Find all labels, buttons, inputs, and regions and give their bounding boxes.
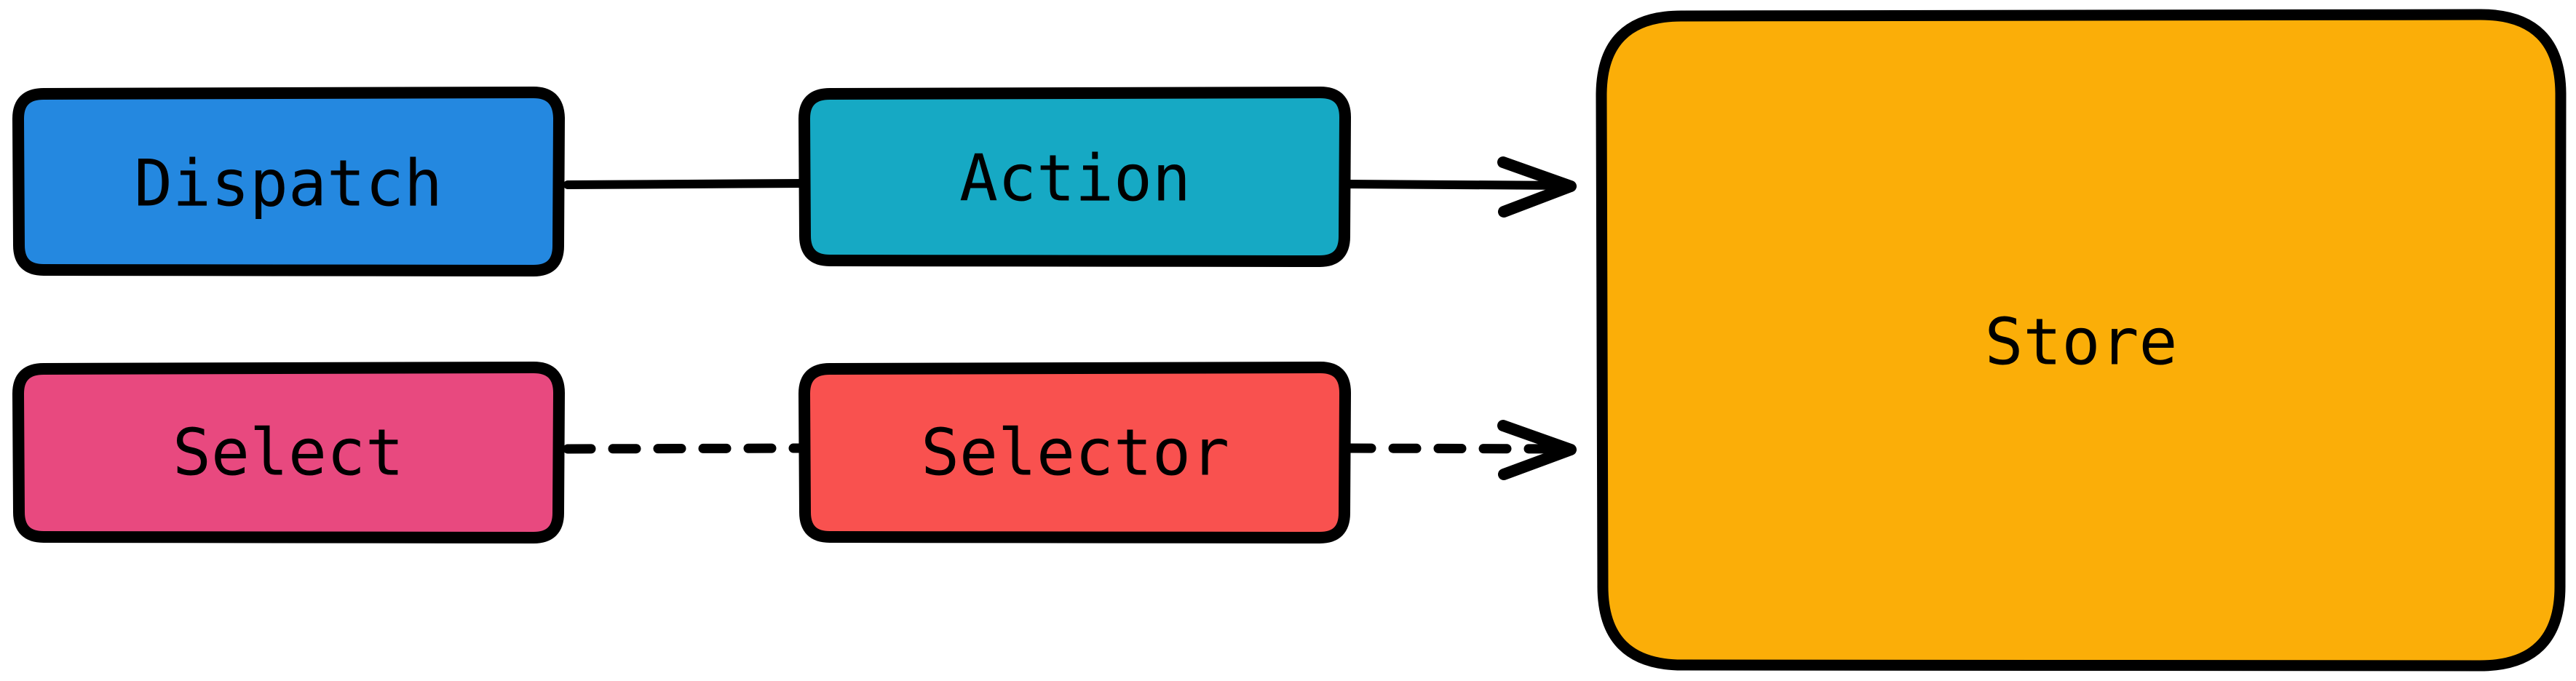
edge-action-to-store bbox=[1342, 156, 1577, 218]
node-action[interactable]: Action bbox=[798, 87, 1351, 267]
node-select-label: Select bbox=[173, 415, 404, 490]
edge-layer bbox=[563, 156, 1577, 480]
node-layer: Store Dispatch Action Select Selector bbox=[12, 9, 2567, 672]
node-selector-label: Selector bbox=[921, 415, 1229, 490]
edge-selector-to-store bbox=[1343, 420, 1577, 480]
node-store-shape[interactable] bbox=[1596, 9, 2567, 672]
node-store-label: Store bbox=[1985, 305, 2178, 380]
edge-select-to-selector bbox=[563, 443, 809, 454]
edge-line-solid bbox=[563, 179, 808, 189]
node-dispatch-shape[interactable] bbox=[12, 87, 565, 276]
edge-line-dashed bbox=[1343, 443, 1574, 454]
edge-line-dashed bbox=[563, 443, 809, 454]
arrowhead-icon bbox=[1497, 420, 1577, 480]
node-select[interactable]: Select bbox=[12, 362, 565, 543]
node-dispatch[interactable]: Dispatch bbox=[12, 87, 565, 276]
node-action-label: Action bbox=[959, 141, 1191, 216]
node-store[interactable]: Store bbox=[1596, 9, 2567, 672]
node-selector-shape[interactable] bbox=[798, 362, 1351, 543]
node-action-shape[interactable] bbox=[798, 87, 1351, 267]
edge-dispatch-to-action bbox=[563, 179, 808, 189]
node-dispatch-label: Dispatch bbox=[134, 146, 443, 221]
edge-line-solid bbox=[1342, 180, 1574, 190]
node-select-shape[interactable] bbox=[12, 362, 565, 543]
arrowhead-icon bbox=[1497, 156, 1577, 218]
node-selector[interactable]: Selector bbox=[798, 362, 1351, 543]
